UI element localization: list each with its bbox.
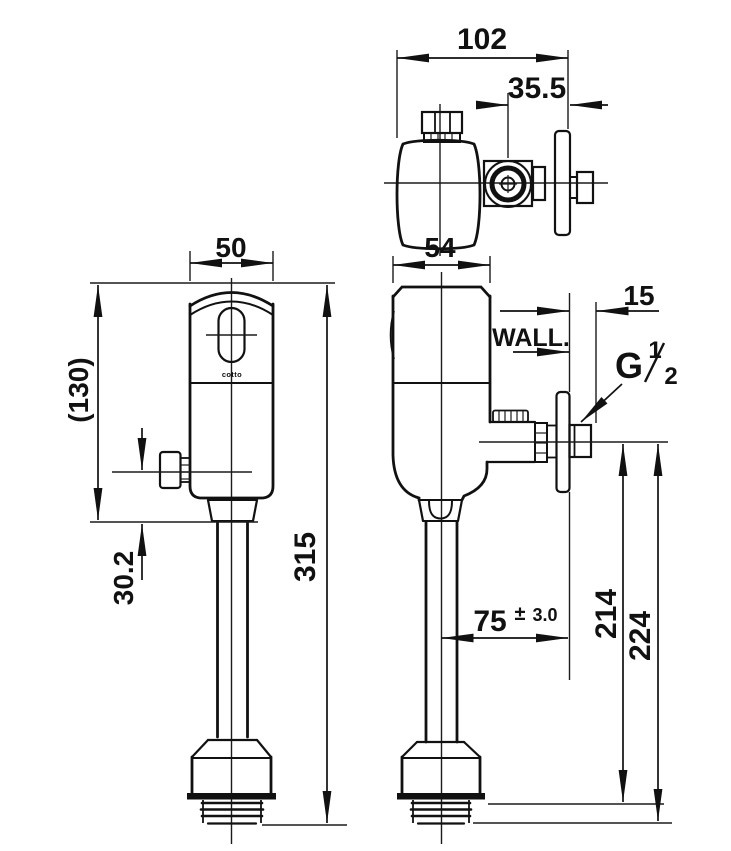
front-spreader bbox=[187, 738, 276, 825]
dim-130: (130) bbox=[63, 285, 103, 520]
dim-35-5: 35.5 bbox=[476, 72, 608, 158]
wall-label: WALL. bbox=[492, 324, 570, 352]
dim-50-label: 50 bbox=[215, 232, 246, 263]
thread-prefix: G bbox=[615, 345, 643, 386]
dim-214-label: 214 bbox=[590, 589, 623, 639]
dim-315-label: 315 bbox=[289, 532, 322, 582]
dim-315: 315 bbox=[289, 285, 332, 823]
dim-75-value: 75 bbox=[473, 605, 506, 638]
inlet-hex-nut bbox=[158, 450, 182, 490]
dim-54-label: 54 bbox=[424, 232, 456, 263]
dim-54: 54 bbox=[392, 232, 491, 283]
side-spreader bbox=[397, 740, 485, 825]
front-view: cotto bbox=[158, 278, 276, 844]
inlet-arm bbox=[479, 390, 668, 494]
dim-214: 214 bbox=[488, 444, 664, 805]
brand-logo: cotto bbox=[222, 370, 242, 379]
dimensions: 102 35.5 54 50 (130) bbox=[63, 23, 678, 826]
side-view bbox=[389, 272, 668, 844]
thread-denominator: 2 bbox=[664, 363, 677, 390]
dim-130-label: (130) bbox=[63, 357, 94, 422]
dim-35-5-label: 35.5 bbox=[508, 72, 566, 105]
dim-102: 102 bbox=[396, 23, 569, 138]
dim-15-label: 15 bbox=[623, 280, 654, 311]
dim-50: 50 bbox=[189, 232, 274, 281]
wall-callout: WALL. bbox=[492, 324, 570, 357]
thread-callout: G 1 2 bbox=[580, 337, 678, 423]
dim-30-2-label: 30.2 bbox=[108, 551, 139, 606]
dim-224: 224 bbox=[473, 444, 672, 824]
g-half-fitting bbox=[568, 423, 593, 459]
dim-30-2: 30.2 bbox=[108, 428, 147, 606]
dim-75: 75 ± 3.0 bbox=[441, 603, 568, 643]
dim-224-label: 224 bbox=[624, 611, 657, 661]
dim-75-tolerance: 3.0 bbox=[532, 605, 557, 625]
top-view bbox=[384, 104, 608, 256]
dim-102-label: 102 bbox=[457, 23, 507, 56]
dim-75-tol-sign: ± bbox=[515, 603, 526, 625]
